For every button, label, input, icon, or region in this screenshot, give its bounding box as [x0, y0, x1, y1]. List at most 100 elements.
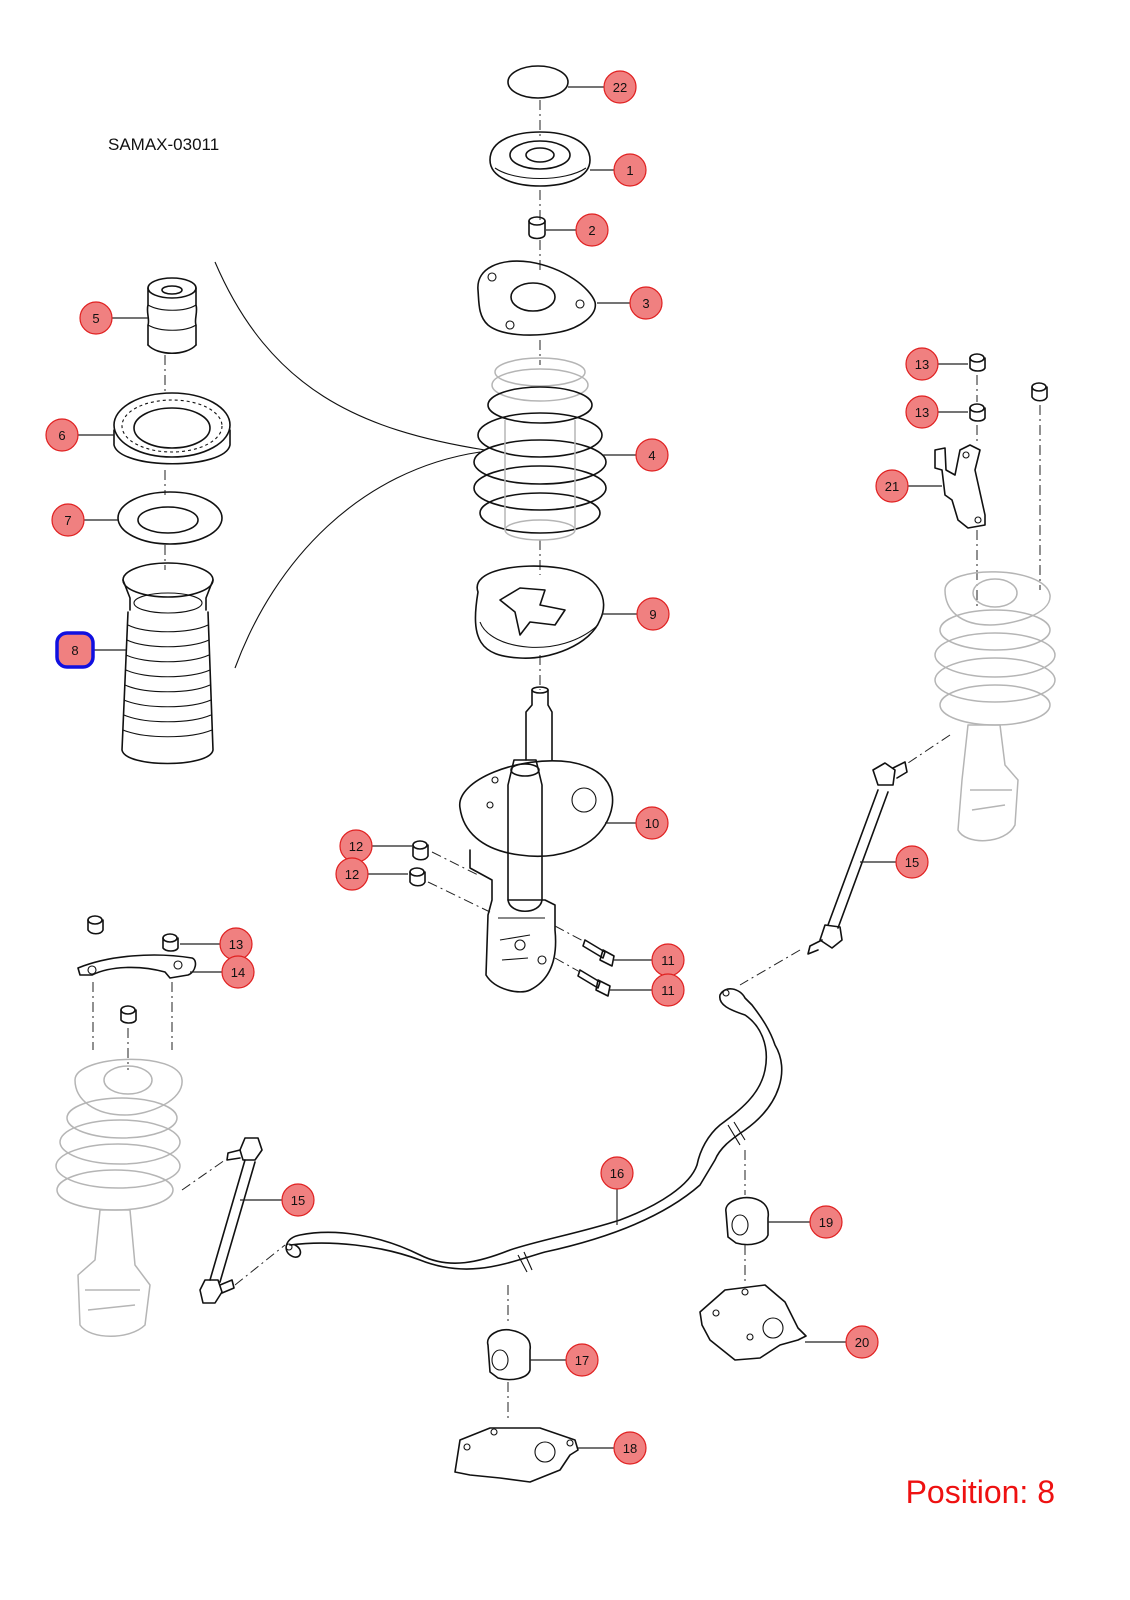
right-side-nut-far	[1031, 382, 1048, 402]
callout-circle	[51, 503, 85, 537]
callout-c17[interactable]: 17	[565, 1343, 599, 1377]
axis-nut-12a	[431, 851, 479, 876]
callout-c13b[interactable]: 13	[905, 395, 939, 429]
leader-lines	[62, 86, 968, 1449]
part-15-link-left[interactable]	[199, 1137, 263, 1304]
part-11-bolt-upper[interactable]	[582, 939, 615, 967]
callout-c19[interactable]: 19	[809, 1205, 843, 1239]
callout-c14[interactable]: 14	[221, 955, 255, 989]
callout-circle	[565, 1343, 599, 1377]
callout-label: 8	[71, 643, 78, 658]
axis-link-left-bottom	[234, 1244, 286, 1286]
callout-label: 11	[661, 983, 675, 998]
callout-c10[interactable]: 10	[635, 806, 669, 840]
callout-c7[interactable]: 7	[51, 503, 85, 537]
callout-circle	[613, 153, 647, 187]
part-22-cap[interactable]	[507, 65, 569, 99]
callout-c8[interactable]: 8	[55, 631, 95, 669]
left-nut-mid	[120, 1005, 137, 1024]
callout-label: 11	[661, 953, 675, 968]
callout-c1[interactable]: 1	[613, 153, 647, 187]
position-label: Position: 8	[906, 1474, 1055, 1510]
part-13-nut-right-upper[interactable]	[969, 353, 986, 372]
part-3-mount-plate[interactable]	[477, 260, 596, 336]
callout-circle	[905, 395, 939, 429]
callout-c13a[interactable]: 13	[905, 347, 939, 381]
callout-c5[interactable]: 5	[79, 301, 113, 335]
callout-c11b[interactable]: 11	[651, 973, 685, 1007]
callout-circle	[905, 347, 939, 381]
part-7-spring-seat[interactable]	[117, 491, 223, 545]
part-2-nut[interactable]	[528, 216, 546, 240]
callout-label: 4	[648, 448, 655, 463]
part-20-bracket[interactable]	[699, 1284, 807, 1361]
axis-bolt-11a	[554, 925, 586, 943]
part-6-bearing[interactable]	[113, 392, 231, 465]
callout-label: 2	[588, 223, 595, 238]
callout-circle	[845, 1325, 879, 1359]
part-12-nut-lower[interactable]	[409, 867, 426, 887]
part-16-stabilizer-bar[interactable]	[285, 988, 783, 1273]
callout-c11a[interactable]: 11	[651, 943, 685, 977]
callout-label: 10	[645, 816, 659, 831]
diagram-code: SAMAX-03011	[108, 135, 219, 154]
part-8-dust-boot[interactable]	[121, 562, 214, 765]
callout-label: 5	[92, 311, 99, 326]
part-9-insulator[interactable]	[474, 565, 605, 659]
axis-link-right-top	[904, 734, 951, 766]
axis-link-right-bottom	[739, 949, 801, 986]
left-strut-ghost	[55, 1058, 183, 1337]
callout-circle	[335, 857, 369, 891]
callout-c13c[interactable]: 13	[219, 927, 253, 961]
callout-label: 1	[626, 163, 633, 178]
part-5-bump-stop[interactable]	[146, 277, 198, 355]
callout-c6[interactable]: 6	[45, 418, 79, 452]
callout-label: 7	[64, 513, 71, 528]
part-12-nut-upper[interactable]	[412, 840, 429, 861]
part-1-top-mount[interactable]	[489, 131, 591, 187]
part-17-bushing[interactable]	[486, 1328, 532, 1381]
callout-label: 12	[349, 839, 363, 854]
callout-c12b[interactable]: 12	[335, 857, 369, 891]
callout-label: 13	[915, 357, 929, 372]
axis-nut-12b	[427, 881, 491, 913]
callout-selected-frame	[55, 631, 95, 669]
callout-c4[interactable]: 4	[635, 438, 669, 472]
part-13-nut-left[interactable]	[162, 933, 179, 952]
callout-circle	[600, 1156, 634, 1190]
axis-bolt-11b	[554, 957, 581, 973]
callout-circle	[575, 213, 609, 247]
callout-circle	[636, 597, 670, 631]
part-13-nut-right-lower[interactable]	[969, 403, 986, 422]
callout-c9[interactable]: 9	[636, 597, 670, 631]
part-18-bracket[interactable]	[454, 1427, 579, 1483]
callout-circle	[651, 973, 685, 1007]
callout-c16[interactable]: 16	[600, 1156, 634, 1190]
callout-circle	[635, 806, 669, 840]
callout-c22[interactable]: 22	[603, 70, 637, 104]
group-arc-lower	[234, 451, 481, 669]
part-21-bracket[interactable]	[934, 444, 986, 529]
callout-c21[interactable]: 21	[875, 469, 909, 503]
part-14-bracket[interactable]	[77, 954, 197, 979]
callout-c18[interactable]: 18	[613, 1431, 647, 1465]
callout-c3[interactable]: 3	[629, 286, 663, 320]
part-10-strut[interactable]	[459, 686, 614, 993]
callout-label: 15	[291, 1193, 305, 1208]
part-11-bolt-lower[interactable]	[577, 969, 611, 997]
part-19-bushing[interactable]	[725, 1196, 770, 1246]
callout-c20[interactable]: 20	[845, 1325, 879, 1359]
callout-label: 14	[231, 965, 245, 980]
callout-c2[interactable]: 2	[575, 213, 609, 247]
callout-c12a[interactable]: 12	[339, 829, 373, 863]
group-arc-upper	[214, 261, 486, 451]
callout-circle	[281, 1183, 315, 1217]
callout-label: 6	[58, 428, 65, 443]
callout-c15b[interactable]: 15	[281, 1183, 315, 1217]
callout-c15a[interactable]: 15	[895, 845, 929, 879]
callout-circle	[809, 1205, 843, 1239]
part-15-link-right[interactable]	[807, 761, 908, 955]
part-4-coil-spring[interactable]	[473, 357, 607, 541]
